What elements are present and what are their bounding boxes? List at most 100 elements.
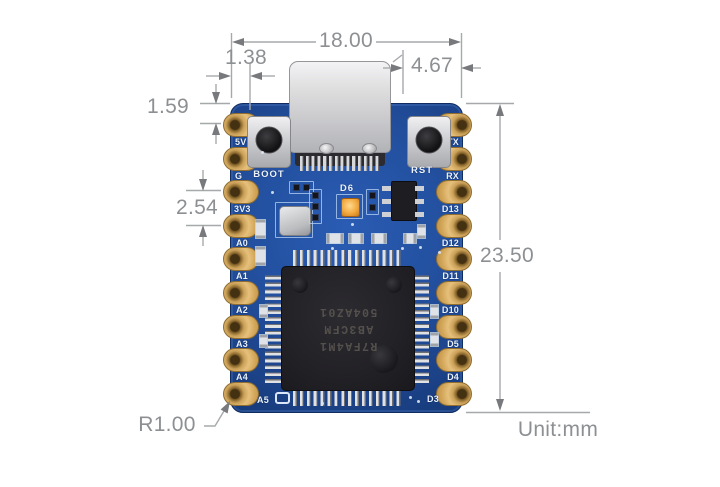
mcu-chip: R7FA4M1 AB3CFM 504AZ01: [281, 266, 415, 391]
passive-capacitor: [430, 304, 439, 319]
dim-width-label: 18.00: [318, 29, 374, 52]
pin-label-d10: D10: [441, 305, 459, 315]
castellated-pin-left-9: [223, 382, 259, 406]
pcb-board: 5V G 3V3 A0 A1 A2 A3 A4 A5 TX RX D13 D12…: [223, 61, 472, 413]
led-silkscreen: [336, 194, 363, 219]
pin-label-a3: A3: [236, 339, 248, 349]
passive-outline: [289, 181, 314, 194]
pin-label-a5: A5: [257, 395, 269, 405]
dim-corner-radius-label: R1.00: [138, 413, 196, 436]
chip-legs-right: [412, 273, 429, 383]
pin-label-d3: D3: [427, 394, 439, 404]
chip-marking-line2: AB3CFM: [322, 322, 374, 335]
passive-outline: [309, 189, 322, 224]
voltage-regulator: [391, 181, 417, 221]
passive-outline: [366, 189, 379, 215]
passive-capacitor: [371, 233, 387, 244]
usb-c-connector: [289, 61, 391, 154]
castellated-pin-right-9: [436, 382, 472, 406]
usb-connector-pins: [300, 156, 380, 171]
castellated-pin-right-3: [436, 180, 472, 204]
pin-label-a2: A2: [236, 305, 248, 315]
via: [261, 151, 264, 154]
via: [401, 247, 404, 250]
chip-legs-left: [265, 273, 282, 383]
passive-capacitor: [348, 233, 364, 244]
dim-pin-inset-y-159: [200, 84, 230, 144]
usb-dimple: [319, 143, 334, 154]
chip-marking-line3: 504AZ01: [318, 305, 378, 318]
passive-capacitor: [403, 233, 417, 244]
boot-button-label: BOOT: [253, 169, 285, 180]
castellated-pin-right-4: [436, 214, 472, 238]
chip-dimple: [386, 277, 402, 293]
chip-marking: R7FA4M1 AB3CFM 504AZ01: [282, 267, 414, 390]
dim-pin-inset-x-label: 1.38: [224, 46, 268, 69]
pin-label-g: G: [235, 171, 243, 181]
regulator-leg: [382, 212, 391, 217]
passive-capacitor: [326, 233, 344, 244]
castellated-pin-left-7: [223, 315, 259, 339]
castellated-pin-right-6: [436, 281, 472, 305]
dim-pitch-label: 2.54: [175, 196, 219, 219]
reset-button-label: RST: [411, 165, 433, 176]
passive-capacitor: [259, 334, 268, 348]
passive-pad: [293, 184, 300, 191]
pin-label-a4: A4: [236, 372, 248, 382]
pin-label-a1: A1: [236, 271, 248, 281]
chip-legs-bottom: [293, 388, 403, 406]
dim-corner-radius-leader: [204, 401, 230, 427]
pin-label-rx: RX: [446, 171, 459, 181]
via: [438, 251, 441, 254]
castellated-pin-right-8: [436, 348, 472, 372]
via: [321, 402, 324, 405]
silkscreen-marker: [275, 392, 290, 404]
chip-dimple: [370, 345, 398, 373]
pin-label-5v: 5V: [235, 137, 247, 147]
chip-marking-line1: R7FA4M1: [318, 339, 378, 352]
castellated-pin-left-5: [223, 247, 259, 271]
via: [419, 246, 422, 249]
pin-label-d13: D13: [441, 204, 459, 214]
boot-button-actuator: [255, 126, 283, 154]
led-label: D6: [339, 183, 355, 194]
via: [417, 400, 420, 403]
passive-pad: [303, 184, 310, 191]
pin-label-tx: TX: [447, 137, 459, 147]
unit-label: Unit:mm: [517, 418, 599, 441]
castellated-pin-left-8: [223, 348, 259, 372]
pin-label-d5: D5: [447, 339, 459, 349]
usb-dimple: [362, 143, 377, 154]
pin-label-a0: A0: [236, 238, 248, 248]
chip-legs-top: [293, 250, 403, 267]
passive-pad: [312, 214, 319, 221]
passive-capacitor: [255, 219, 266, 239]
regulator-leg: [415, 199, 424, 204]
passive-capacitor: [417, 224, 426, 239]
pin-label-3v3: 3V3: [234, 204, 251, 214]
reset-button-actuator: [415, 126, 443, 154]
via: [409, 396, 412, 399]
passive-pad: [369, 192, 376, 199]
passive-pad: [369, 204, 376, 211]
regulator-leg: [415, 186, 424, 191]
passive-pad: [312, 192, 319, 199]
reset-button: [407, 116, 451, 168]
castellated-pin-left-3: [223, 180, 259, 204]
castellated-pin-left-4: [223, 214, 259, 238]
led-d6: [341, 198, 360, 217]
via: [271, 191, 274, 194]
castellated-pin-right-5: [436, 247, 472, 271]
dim-usb-edge-label: 4.67: [410, 54, 454, 77]
boot-button: [247, 116, 291, 168]
pin-label-d12: D12: [441, 238, 459, 248]
chip-pin1-dimple: [292, 277, 308, 293]
via: [351, 223, 354, 226]
crystal-oscillator: [279, 206, 311, 236]
passive-capacitor: [255, 246, 266, 266]
passive-capacitor: [430, 332, 439, 347]
pin-label-d4: D4: [447, 372, 459, 382]
passive-capacitor: [259, 304, 268, 318]
passive-pad: [312, 203, 319, 210]
